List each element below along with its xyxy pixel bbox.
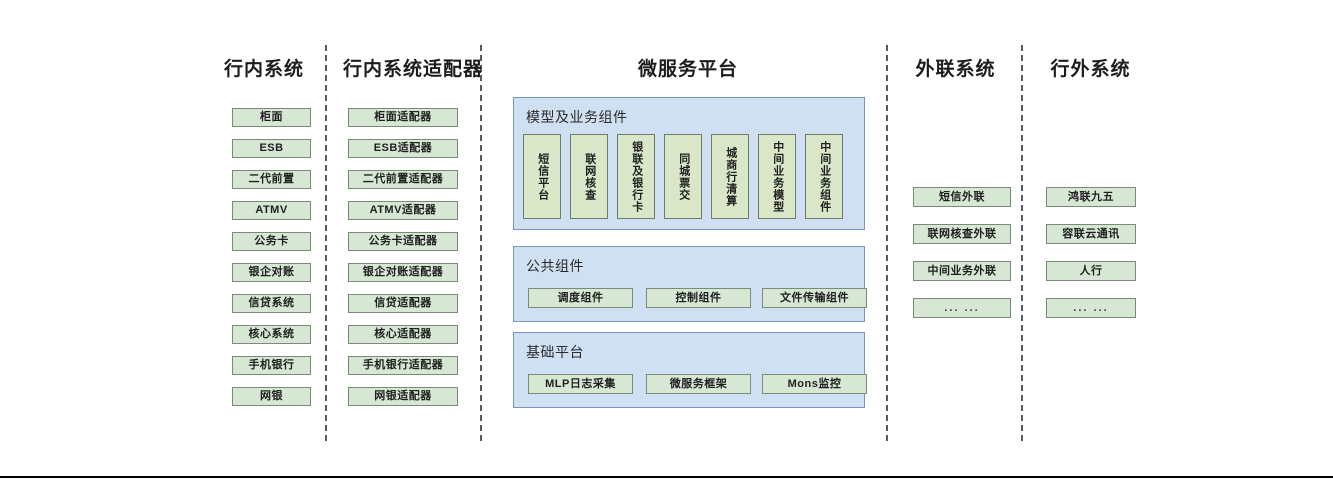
public-component-3[interactable]: 文件传输组件 [762, 288, 867, 308]
foundation-component-2[interactable]: 微服务框架 [646, 374, 751, 394]
model-component-4-label: 同城票交 [677, 152, 690, 201]
column-separator-1 [325, 45, 327, 441]
model-component-5-label: 城商行清算 [724, 146, 737, 207]
public-component-1[interactable]: 调度组件 [528, 288, 633, 308]
internal-adapter-item-1[interactable]: 柜面适配器 [348, 108, 458, 127]
column-separator-3 [886, 45, 888, 441]
external-link-item-1[interactable]: 短信外联 [913, 187, 1011, 207]
outside-bank-item-4[interactable]: ... ... [1046, 298, 1136, 318]
internal-system-item-3[interactable]: 二代前置 [232, 170, 311, 189]
foundation-component-3[interactable]: Mons监控 [762, 374, 867, 394]
model-component-2[interactable]: 联网核查 [570, 134, 608, 219]
internal-system-item-2[interactable]: ESB [232, 139, 311, 158]
model-component-2-label: 联网核查 [583, 152, 596, 201]
internal-adapter-item-8[interactable]: 核心适配器 [348, 325, 458, 344]
internal-system-item-9[interactable]: 手机银行 [232, 356, 311, 375]
column-separator-4 [1021, 45, 1023, 441]
external-link-item-4[interactable]: ... ... [913, 298, 1011, 318]
bottom-divider [0, 476, 1333, 478]
model-component-3[interactable]: 银联及银行卡 [617, 134, 655, 219]
internal-adapter-item-6[interactable]: 银企对账适配器 [348, 263, 458, 282]
model-component-7[interactable]: 中间业务组件 [805, 134, 843, 219]
column-title-outside-bank-systems: 行外系统 [1050, 59, 1131, 80]
internal-adapter-item-10[interactable]: 网银适配器 [348, 387, 458, 406]
model-component-6-label: 中间业务模型 [771, 140, 784, 213]
internal-system-item-4[interactable]: ATMV [232, 201, 311, 220]
outside-bank-item-2[interactable]: 容联云通讯 [1046, 224, 1136, 244]
panel-title-public-components: 公共组件 [526, 258, 584, 274]
column-title-microservice-platform: 微服务平台 [637, 59, 738, 80]
outside-bank-item-3[interactable]: 人行 [1046, 261, 1136, 281]
foundation-component-1[interactable]: MLP日志采集 [528, 374, 633, 394]
column-title-external-link-systems: 外联系统 [915, 59, 996, 80]
model-component-1-label: 短信平台 [536, 152, 549, 201]
internal-system-item-1[interactable]: 柜面 [232, 108, 311, 127]
column-separator-2 [480, 45, 482, 441]
model-component-7-label: 中间业务组件 [818, 140, 831, 213]
internal-adapter-item-5[interactable]: 公务卡适配器 [348, 232, 458, 251]
internal-system-item-5[interactable]: 公务卡 [232, 232, 311, 251]
column-title-internal-adapters: 行内系统适配器 [342, 59, 483, 80]
model-component-6[interactable]: 中间业务模型 [758, 134, 796, 219]
internal-adapter-item-4[interactable]: ATMV适配器 [348, 201, 458, 220]
panel-foundation-platform: 基础平台 MLP日志采集 微服务框架 Mons监控 [513, 332, 867, 408]
external-link-item-2[interactable]: 联网核查外联 [913, 224, 1011, 244]
internal-system-item-7[interactable]: 信贷系统 [232, 294, 311, 313]
internal-system-item-6[interactable]: 银企对账 [232, 263, 311, 282]
panel-public-components: 公共组件 调度组件 控制组件 文件传输组件 [513, 246, 867, 322]
internal-adapter-item-3[interactable]: 二代前置适配器 [348, 170, 458, 189]
panel-title-foundation-platform: 基础平台 [526, 344, 584, 360]
model-component-5[interactable]: 城商行清算 [711, 134, 749, 219]
internal-adapter-item-7[interactable]: 信贷适配器 [348, 294, 458, 313]
model-component-1[interactable]: 短信平台 [523, 134, 561, 219]
internal-adapter-item-9[interactable]: 手机银行适配器 [348, 356, 458, 375]
internal-system-item-8[interactable]: 核心系统 [232, 325, 311, 344]
panel-title-model-business-components: 模型及业务组件 [526, 109, 628, 125]
column-title-internal-systems: 行内系统 [223, 59, 304, 80]
model-component-4[interactable]: 同城票交 [664, 134, 702, 219]
internal-adapter-item-2[interactable]: ESB适配器 [348, 139, 458, 158]
public-component-2[interactable]: 控制组件 [646, 288, 751, 308]
internal-system-item-10[interactable]: 网银 [232, 387, 311, 406]
panel-model-business-components: 模型及业务组件 短信平台 联网核查 银联及银行卡 同城票交 城商行清算 中间业务… [513, 97, 865, 230]
external-link-item-3[interactable]: 中间业务外联 [913, 261, 1011, 281]
outside-bank-item-1[interactable]: 鸿联九五 [1046, 187, 1136, 207]
model-component-3-label: 银联及银行卡 [630, 140, 643, 213]
